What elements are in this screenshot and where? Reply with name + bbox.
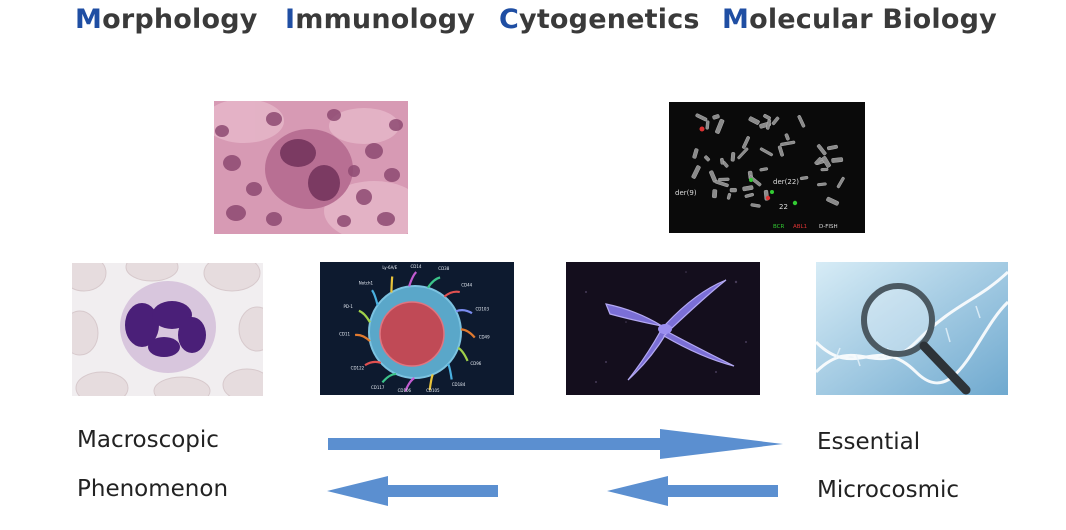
chromosome-shape <box>718 177 730 182</box>
chromosome-shape <box>744 192 754 198</box>
chromosome-shape <box>814 157 822 165</box>
marker-label: CD117 <box>371 385 385 390</box>
chromosome-shape <box>705 120 710 130</box>
chromosome-shape <box>763 113 771 121</box>
chromosome-shape <box>784 133 790 141</box>
chromosome-image <box>566 262 760 395</box>
fish-karyotype-image: der(9) der(22) 22 BCR ABL1 D-FISH <box>669 102 865 233</box>
marker-label: CD96 <box>470 361 481 366</box>
chromosome-shape <box>780 140 796 147</box>
marker-tail <box>408 271 418 287</box>
marker-label: CD14 <box>410 264 421 269</box>
marker-tail <box>447 363 453 380</box>
chromosome-shape <box>726 192 732 200</box>
marker-label: CD106 <box>398 388 412 393</box>
title-molecular-biology: Molecular Biology <box>722 4 997 35</box>
marker-tail <box>354 333 371 342</box>
chromosome-shape <box>816 144 827 156</box>
chromosome-shape <box>737 147 749 160</box>
chromosome-shape <box>712 189 718 199</box>
marker-tail <box>371 289 379 306</box>
chromosome-shape <box>692 148 699 159</box>
marker-tail <box>443 290 461 298</box>
title-cytogenetics: Cytogenetics <box>499 4 700 35</box>
approach-titles: Morphology Immunology Cytogenetics Molec… <box>0 4 1066 48</box>
marker-label: CD44 <box>461 283 472 288</box>
dna-magnifier-image <box>816 262 1008 395</box>
forward-arrow <box>328 429 783 459</box>
chromosome-shape <box>777 145 784 157</box>
chromosome-shape <box>720 157 725 165</box>
marker-label: CD184 <box>452 382 466 387</box>
fish-22-label: 22 <box>779 203 788 211</box>
label-essential: Essential <box>817 429 921 455</box>
marker-tail <box>460 328 476 339</box>
chromosome-shape <box>742 185 754 192</box>
label-macroscopic: Macroscopic <box>77 427 219 453</box>
chromosome-shape <box>820 167 829 172</box>
marker-label: CD49 <box>479 334 490 339</box>
chromosome-shape <box>691 165 701 179</box>
fish-der22-label: der(22) <box>773 178 799 186</box>
marker-label: Ly-6A/E <box>382 265 397 270</box>
fish-der9-label: der(9) <box>675 189 697 197</box>
title-morphology: Morphology <box>75 4 258 35</box>
back-arrow-right <box>607 476 778 506</box>
chromosome-shape <box>821 155 831 168</box>
chromosome-shape <box>712 114 720 120</box>
chromosome-shape <box>836 176 845 189</box>
marker-tail <box>455 309 473 315</box>
chromosome-shape <box>695 113 708 122</box>
chromosome-shape <box>817 182 827 187</box>
marker-tail <box>404 377 415 392</box>
fish-probe-a-label: BCR <box>773 224 785 230</box>
marker-label: CD11 <box>339 331 350 336</box>
chromosome-shape <box>714 180 729 188</box>
marker-tail <box>390 276 394 293</box>
chromosome-shape <box>799 175 809 181</box>
chromosome-shape <box>759 167 769 172</box>
marker-label: CD38 <box>438 266 449 271</box>
marker-tail <box>381 372 397 384</box>
chromosome-shape <box>831 157 844 163</box>
marker-tail <box>364 360 382 367</box>
chromosome-shape <box>729 188 737 193</box>
marker-label: Notch1 <box>359 281 374 286</box>
chromosome-shape <box>704 155 711 162</box>
marker-tail <box>358 309 371 323</box>
marker-label: CD103 <box>475 307 489 312</box>
marker-tail <box>428 374 434 391</box>
marker-label: PD-1 <box>343 304 353 309</box>
chromosome-shape <box>730 152 736 162</box>
chromosome-shape <box>759 147 773 157</box>
title-immunology: Immunology <box>285 4 476 35</box>
chromosome-shape <box>742 136 750 149</box>
blood-cell-image <box>72 263 263 396</box>
chromosome-shape <box>715 118 725 134</box>
chromosome-shape <box>826 196 840 206</box>
marker-label: CD122 <box>351 366 365 371</box>
chromosome-shape <box>748 175 762 187</box>
marker-tail <box>426 276 441 289</box>
label-microcosmic: Microcosmic <box>817 477 960 503</box>
chromosome-shape <box>827 144 838 151</box>
chromosome-shape <box>771 116 780 126</box>
chromosome-shape <box>797 115 806 128</box>
marker-tail <box>457 346 469 362</box>
fish-probe-c-label: D-FISH <box>819 224 838 230</box>
fish-probe-b-label: ABL1 <box>793 224 807 230</box>
chromosome-shape <box>750 203 761 208</box>
back-arrow-left <box>327 476 498 506</box>
marker-label: CD105 <box>426 388 440 393</box>
histology-image <box>214 101 408 234</box>
chromosome-shape <box>748 116 760 125</box>
label-phenomenon: Phenomenon <box>77 476 229 502</box>
